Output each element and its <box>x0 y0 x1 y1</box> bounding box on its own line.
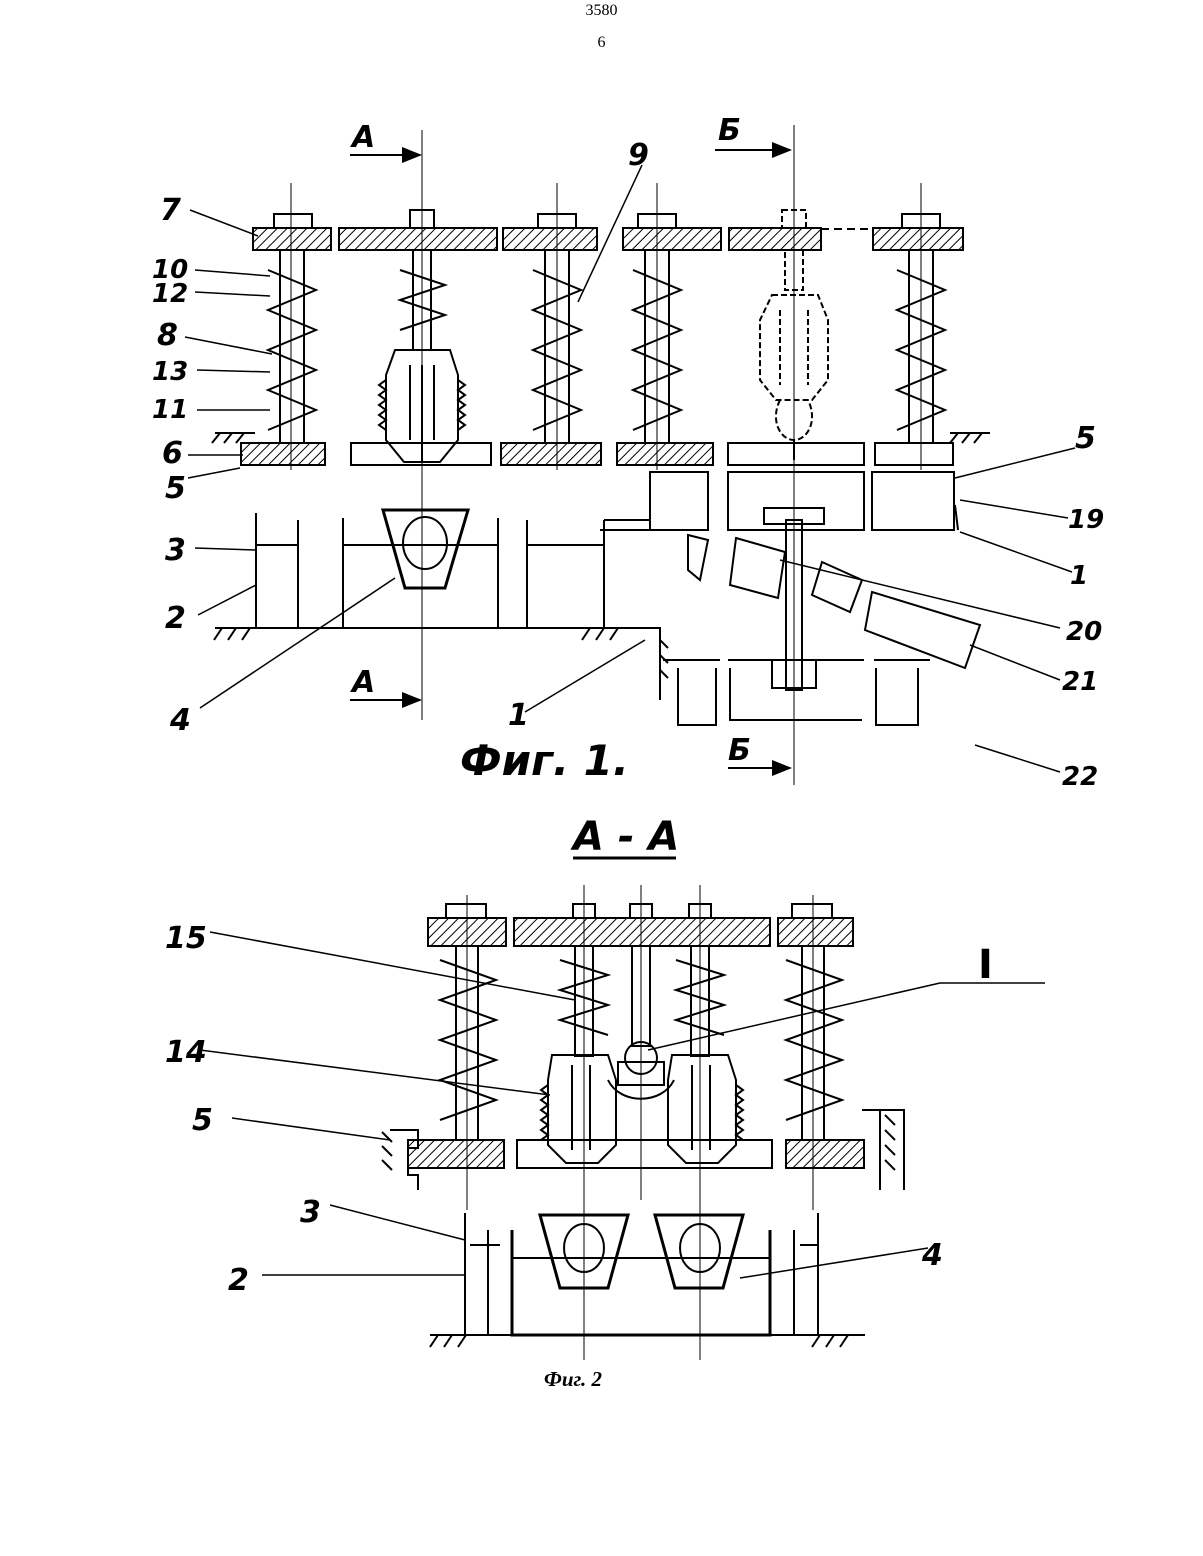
label-14: 14 <box>165 1035 207 1070</box>
leader-lines-2 <box>200 932 1045 1278</box>
label-2-fig2: 2 <box>228 1263 249 1298</box>
label-5-right: 5 <box>1075 421 1096 456</box>
label-22: 22 <box>1062 762 1098 792</box>
label-9: 9 <box>628 138 649 173</box>
label-3: 3 <box>165 533 186 568</box>
label-1-right: 1 <box>1070 561 1088 591</box>
cartridges-2 <box>541 946 743 1163</box>
section-mark-b-top: Б <box>718 113 741 148</box>
figure-2-labels: А - А 15 14 5 3 2 4 I Фиг. 2 <box>165 814 993 1391</box>
lower-plate <box>212 433 990 465</box>
section-mark-a-bottom: А <box>350 665 375 700</box>
figure-2 <box>200 858 1045 1360</box>
section-title: А - А <box>570 814 679 860</box>
centre-lines-2 <box>467 885 813 1360</box>
label-15: 15 <box>165 921 207 956</box>
label-20: 20 <box>1066 617 1102 647</box>
label-5-fig2: 5 <box>192 1103 213 1138</box>
lower-plate-2 <box>382 1110 904 1190</box>
label-11: 11 <box>152 395 188 425</box>
label-8: 8 <box>157 318 178 353</box>
label-5: 5 <box>165 471 186 506</box>
label-12: 12 <box>152 279 188 309</box>
label-2: 2 <box>165 601 186 636</box>
right-mechanism <box>600 472 980 725</box>
bath-2 <box>430 1213 865 1347</box>
label-6: 6 <box>162 436 183 471</box>
figure-1-caption: Фиг. 1. <box>460 736 629 785</box>
leader-lines <box>185 165 1075 772</box>
label-4-fig2: 4 <box>921 1238 943 1273</box>
label-3-fig2: 3 <box>300 1195 321 1230</box>
label-I: I <box>978 942 993 988</box>
bath <box>214 510 668 700</box>
label-1: 1 <box>508 698 529 733</box>
label-4: 4 <box>169 703 191 738</box>
section-mark-a-top: А <box>350 120 375 155</box>
label-21: 21 <box>1062 667 1098 697</box>
section-mark-b-bottom: Б <box>728 733 751 768</box>
label-13: 13 <box>152 357 188 387</box>
centre-lines <box>291 125 921 785</box>
figure-2-caption: Фиг. 2 <box>544 1367 603 1391</box>
label-7: 7 <box>160 193 181 228</box>
label-19: 19 <box>1068 505 1104 535</box>
figure-1 <box>185 125 1075 785</box>
